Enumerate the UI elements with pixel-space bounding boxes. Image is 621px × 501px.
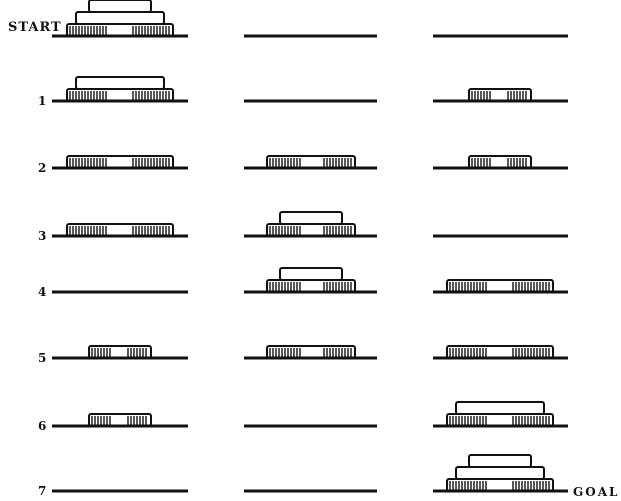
medium-disk <box>456 467 544 479</box>
step-label-1: 1 <box>38 94 46 108</box>
goal-label: GOAL <box>573 485 619 499</box>
peg-2 <box>244 346 377 358</box>
peg-2 <box>244 156 377 168</box>
large-disk <box>67 224 173 236</box>
medium-disk <box>267 156 355 168</box>
small-disk <box>469 455 531 467</box>
state-row-4 <box>52 268 568 292</box>
small-disk-body <box>280 268 342 280</box>
large-disk <box>447 479 553 491</box>
step-label-7: 7 <box>38 484 46 498</box>
small-disk-body <box>280 212 342 224</box>
medium-disk <box>76 12 164 24</box>
peg-3 <box>433 402 568 426</box>
small-disk <box>280 212 342 224</box>
medium-disk-body <box>76 12 164 24</box>
step-label-4: 4 <box>38 285 46 299</box>
state-row-5 <box>52 346 568 358</box>
peg-1 <box>52 346 188 358</box>
large-disk <box>447 414 553 426</box>
large-disk <box>447 346 553 358</box>
state-row-0 <box>52 0 568 36</box>
step-label-3: 3 <box>38 229 46 243</box>
medium-disk <box>267 280 355 292</box>
peg-3 <box>433 89 568 101</box>
step-label-2: 2 <box>38 161 46 175</box>
large-disk <box>67 24 173 36</box>
peg-2 <box>244 212 377 236</box>
peg-1 <box>52 414 188 426</box>
peg-3 <box>433 455 568 491</box>
peg-1 <box>52 224 188 236</box>
small-disk <box>89 414 151 426</box>
large-disk <box>67 156 173 168</box>
step-label-5: 5 <box>38 351 46 365</box>
small-disk <box>89 346 151 358</box>
peg-3 <box>433 346 568 358</box>
peg-1 <box>52 0 188 36</box>
medium-disk-body <box>456 402 544 414</box>
peg-2 <box>244 268 377 292</box>
state-row-2 <box>52 156 568 168</box>
start-label: START <box>8 20 62 35</box>
large-disk <box>67 89 173 101</box>
small-disk-body <box>469 455 531 467</box>
small-disk-body <box>89 0 151 12</box>
medium-disk <box>76 77 164 89</box>
state-row-1 <box>52 77 568 101</box>
medium-disk <box>267 224 355 236</box>
peg-1 <box>52 77 188 101</box>
large-disk <box>447 280 553 292</box>
small-disk <box>280 268 342 280</box>
medium-disk <box>456 402 544 414</box>
small-disk <box>469 89 531 101</box>
peg-1 <box>52 156 188 168</box>
step-label-6: 6 <box>38 419 46 433</box>
medium-disk-body <box>456 467 544 479</box>
state-row-6 <box>52 402 568 426</box>
peg-3 <box>433 156 568 168</box>
small-disk <box>89 0 151 12</box>
medium-disk-body <box>76 77 164 89</box>
medium-disk <box>267 346 355 358</box>
small-disk <box>469 156 531 168</box>
peg-3 <box>433 280 568 292</box>
state-row-7 <box>52 455 568 491</box>
state-row-3 <box>52 212 568 236</box>
states-layer <box>52 0 568 491</box>
